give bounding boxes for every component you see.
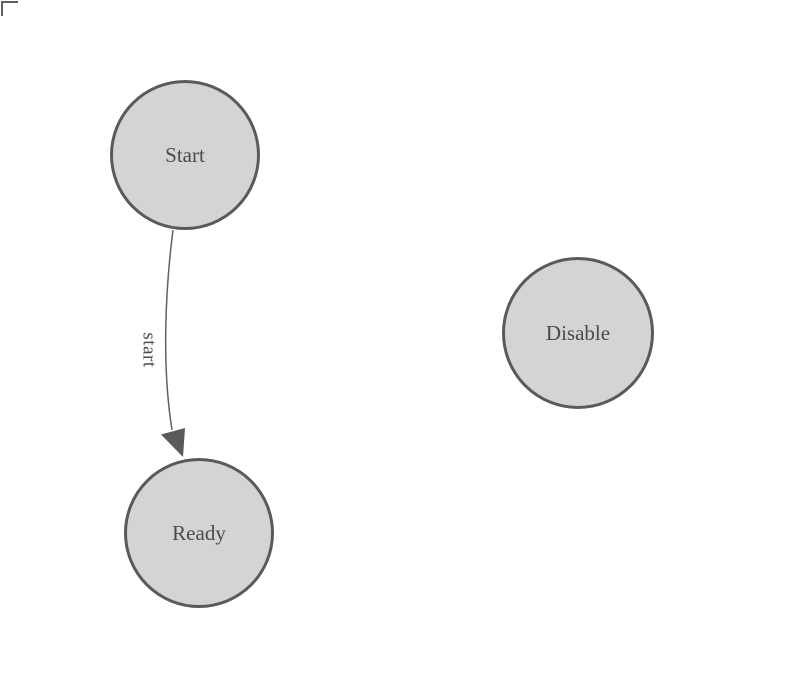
state-node-label: Disable [545, 320, 611, 345]
state-node-label: Start [165, 142, 205, 167]
state-node-start[interactable]: Start [110, 80, 260, 230]
state-node-ready[interactable]: Ready [124, 458, 274, 608]
state-node-label: Ready [172, 520, 226, 545]
transition-start-to-ready[interactable]: start [139, 229, 186, 457]
transition-label: start [139, 332, 160, 367]
transition-path[interactable] [164, 229, 174, 431]
canvas-corner-mark [1, 1, 18, 16]
transition-arrowhead-icon [161, 428, 185, 457]
state-node-disable[interactable]: Disable [502, 257, 654, 409]
